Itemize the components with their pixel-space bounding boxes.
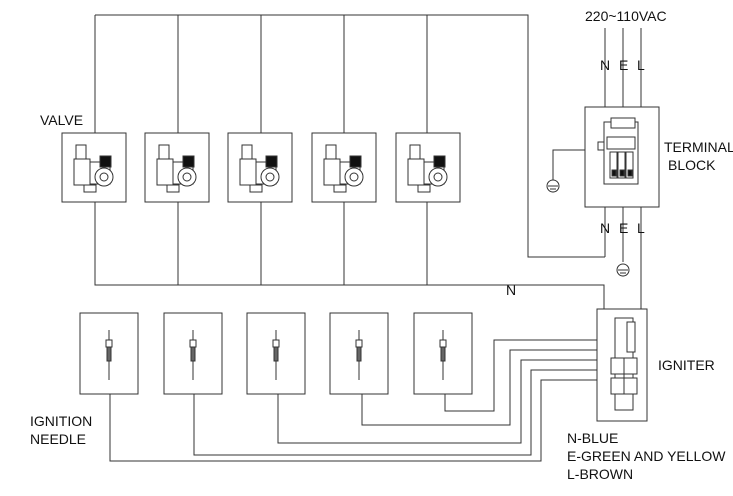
wire-14 <box>444 339 597 412</box>
terminal-bottom-l: L <box>637 220 645 236</box>
valve-group <box>61 132 461 203</box>
needle-2 <box>163 312 223 395</box>
gas-valve-icon <box>239 144 280 193</box>
terminal-top-n: N <box>600 57 610 73</box>
terminal-block-label-1: TERMINAL <box>664 139 733 155</box>
igniter-label: IGNITER <box>658 357 715 373</box>
legend-l-brown: L-BROWN <box>567 466 633 482</box>
gas-valve-icon <box>407 144 448 193</box>
wire-1 <box>95 14 605 258</box>
valve-2 <box>144 132 210 203</box>
needle-group <box>79 312 473 395</box>
wire-13 <box>552 149 595 180</box>
wire-16 <box>277 359 597 444</box>
terminal-bottom-n: N <box>600 220 610 236</box>
valve-5 <box>395 132 461 203</box>
igniter <box>596 308 648 422</box>
ignition-needle-icon <box>105 330 113 380</box>
valve-label: VALVE <box>40 112 83 128</box>
terminal-block-icon <box>597 117 639 185</box>
terminal-block-label-2: BLOCK <box>668 157 716 173</box>
ignition-needle-label-1: IGNITION <box>30 413 92 429</box>
needle-box <box>246 312 306 395</box>
igniter-icon <box>610 317 638 411</box>
terminal-top-l: L <box>637 57 645 73</box>
legend-e-green-yellow: E-GREEN AND YELLOW <box>567 448 726 464</box>
valve-3 <box>227 132 293 203</box>
neutral-wire-label: N <box>506 282 516 298</box>
ignition-needle-icon <box>189 330 197 380</box>
needle-1 <box>79 312 139 395</box>
wire-17 <box>193 369 597 456</box>
valve-4 <box>311 132 377 203</box>
terminal-top-e: E <box>619 57 628 73</box>
wire-18 <box>109 379 597 462</box>
valve-1 <box>61 132 127 203</box>
terminal-block <box>584 106 660 208</box>
needle-4 <box>329 312 389 395</box>
gas-valve-icon <box>156 144 197 193</box>
legend-n-blue: N-BLUE <box>567 430 618 446</box>
ignition-needle-icon <box>439 330 447 380</box>
ground-icon <box>546 179 560 193</box>
needle-3 <box>246 312 306 395</box>
ignition-needle-label-2: NEEDLE <box>30 431 86 447</box>
gas-valve-icon <box>323 144 364 193</box>
ignition-needle-icon <box>272 330 280 380</box>
ground-icon <box>616 263 630 277</box>
needle-5 <box>413 312 473 395</box>
supply-voltage-label: 220~110VAC <box>585 8 667 24</box>
terminal-bottom-e: E <box>619 220 628 236</box>
wire-15 <box>361 349 597 426</box>
ignition-needle-icon <box>355 330 363 380</box>
needle-box <box>163 312 223 395</box>
gas-valve-icon <box>73 144 114 193</box>
